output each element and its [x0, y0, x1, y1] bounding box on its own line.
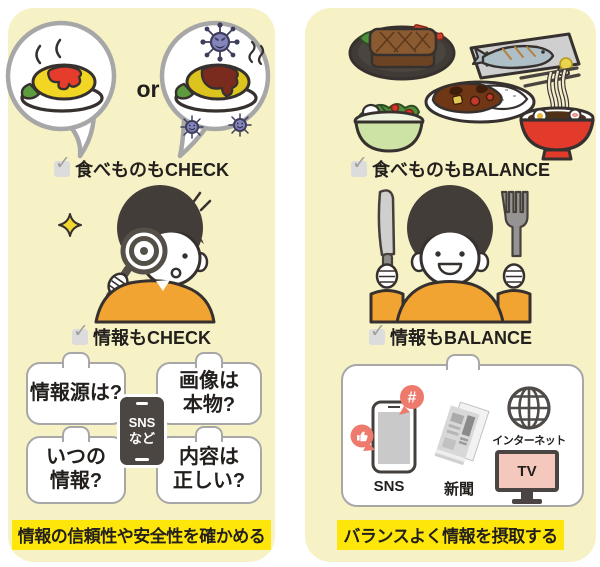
check-icon: ✓: [72, 321, 89, 342]
tv-frame: TV: [495, 450, 559, 492]
question-bubble-content: 内容は 正しい?: [156, 426, 262, 504]
sns-phone-icon: SNS など: [117, 394, 167, 468]
check-icon: ✓: [352, 153, 368, 174]
question-text: 情報源は?: [29, 381, 123, 404]
info-check-row: ✓ 情報もCHECK: [8, 322, 275, 350]
left-footer-text: 情報の信頼性や安全性を確かめる: [11, 520, 272, 550]
question-text: 正しい?: [172, 470, 246, 492]
boy-with-magnifier-illustration: [58, 185, 216, 324]
sparkle-icon: [58, 213, 82, 237]
check-panel: or: [5, 8, 275, 562]
salad-icon: [353, 103, 425, 153]
spoiled-food-bubble-icon: [159, 20, 271, 159]
food-check-row: ✓ 食べものもCHECK: [8, 154, 275, 182]
question-bubble-image: 画像は 本物?: [156, 352, 262, 425]
food-balance-row: ✓ 食べものもBALANCE: [305, 154, 596, 182]
internet-label: インターネット: [492, 435, 566, 447]
question-text: いつの: [46, 446, 106, 469]
question-text: 内容は: [179, 446, 239, 469]
info-balance-row: ✓ 情報もBALANCE: [305, 322, 596, 350]
food-check-label: 食べものもCHECK: [74, 160, 229, 180]
question-text: 情報?: [49, 470, 103, 492]
checkbox-icon: ✓: [351, 154, 368, 177]
question-text: 本物?: [182, 393, 236, 416]
or-label: or: [136, 76, 160, 102]
germ-icon: [180, 115, 204, 139]
fork-icon: [500, 190, 529, 258]
bubble-tab: [195, 352, 223, 368]
question-bubble-when: いつの 情報?: [26, 426, 126, 504]
bubble-tab: [62, 352, 90, 368]
hashtag-bubble-icon: #: [399, 385, 424, 415]
info-balance-label: 情報もBALANCE: [390, 328, 532, 348]
germ-icon: [200, 22, 240, 62]
bubble-tab: [62, 426, 90, 442]
bubble-tab: [195, 426, 223, 442]
ramen-icon: [519, 66, 595, 161]
curry-icon: [424, 80, 536, 124]
left-footer: 情報の信頼性や安全性を確かめる: [8, 520, 275, 550]
check-icon: ✓: [370, 321, 386, 342]
check-icon: ✓: [54, 153, 71, 174]
phone-label: など: [128, 431, 155, 446]
internet-globe-icon: [507, 386, 551, 430]
steak-plate-icon: [348, 24, 456, 81]
checkbox-icon: ✓: [369, 322, 386, 345]
checkbox-icon: ✓: [53, 154, 71, 177]
food-balance-label: 食べものもBALANCE: [372, 160, 550, 180]
balanced-foods-illustration: [348, 24, 595, 161]
question-bubble-source: 情報源は?: [26, 352, 126, 425]
right-footer-text: バランスよく情報を摂取する: [337, 520, 564, 550]
thumbs-up-bubble-icon: [350, 424, 375, 451]
germ-icon: [228, 113, 252, 137]
tv-stand: [521, 492, 533, 499]
svg-text:#: #: [408, 390, 417, 407]
tv-label: TV: [517, 462, 537, 480]
balance-panel: ✓ 食べものもBALANCE: [305, 8, 596, 562]
right-footer: バランスよく情報を摂取する: [305, 520, 596, 550]
info-check-label: 情報もCHECK: [92, 328, 211, 348]
bubble-tab: [445, 354, 480, 370]
tv-base: [512, 499, 542, 504]
sns-label: SNS: [373, 478, 405, 495]
boy-with-cutlery-illustration: [369, 185, 532, 324]
tv-icon: TV: [495, 450, 559, 504]
smartphone-icon: #: [350, 385, 424, 474]
fresh-food-bubble-icon: [5, 20, 117, 159]
phone-label: SNS: [128, 415, 156, 431]
tv-screen: TV: [499, 454, 555, 488]
newspaper-label: 新聞: [443, 481, 474, 498]
checkbox-icon: ✓: [71, 322, 89, 345]
question-text: 画像は: [179, 369, 239, 392]
newspaper-icon: [434, 401, 490, 466]
media-sources-box: # SNS: [341, 354, 584, 507]
